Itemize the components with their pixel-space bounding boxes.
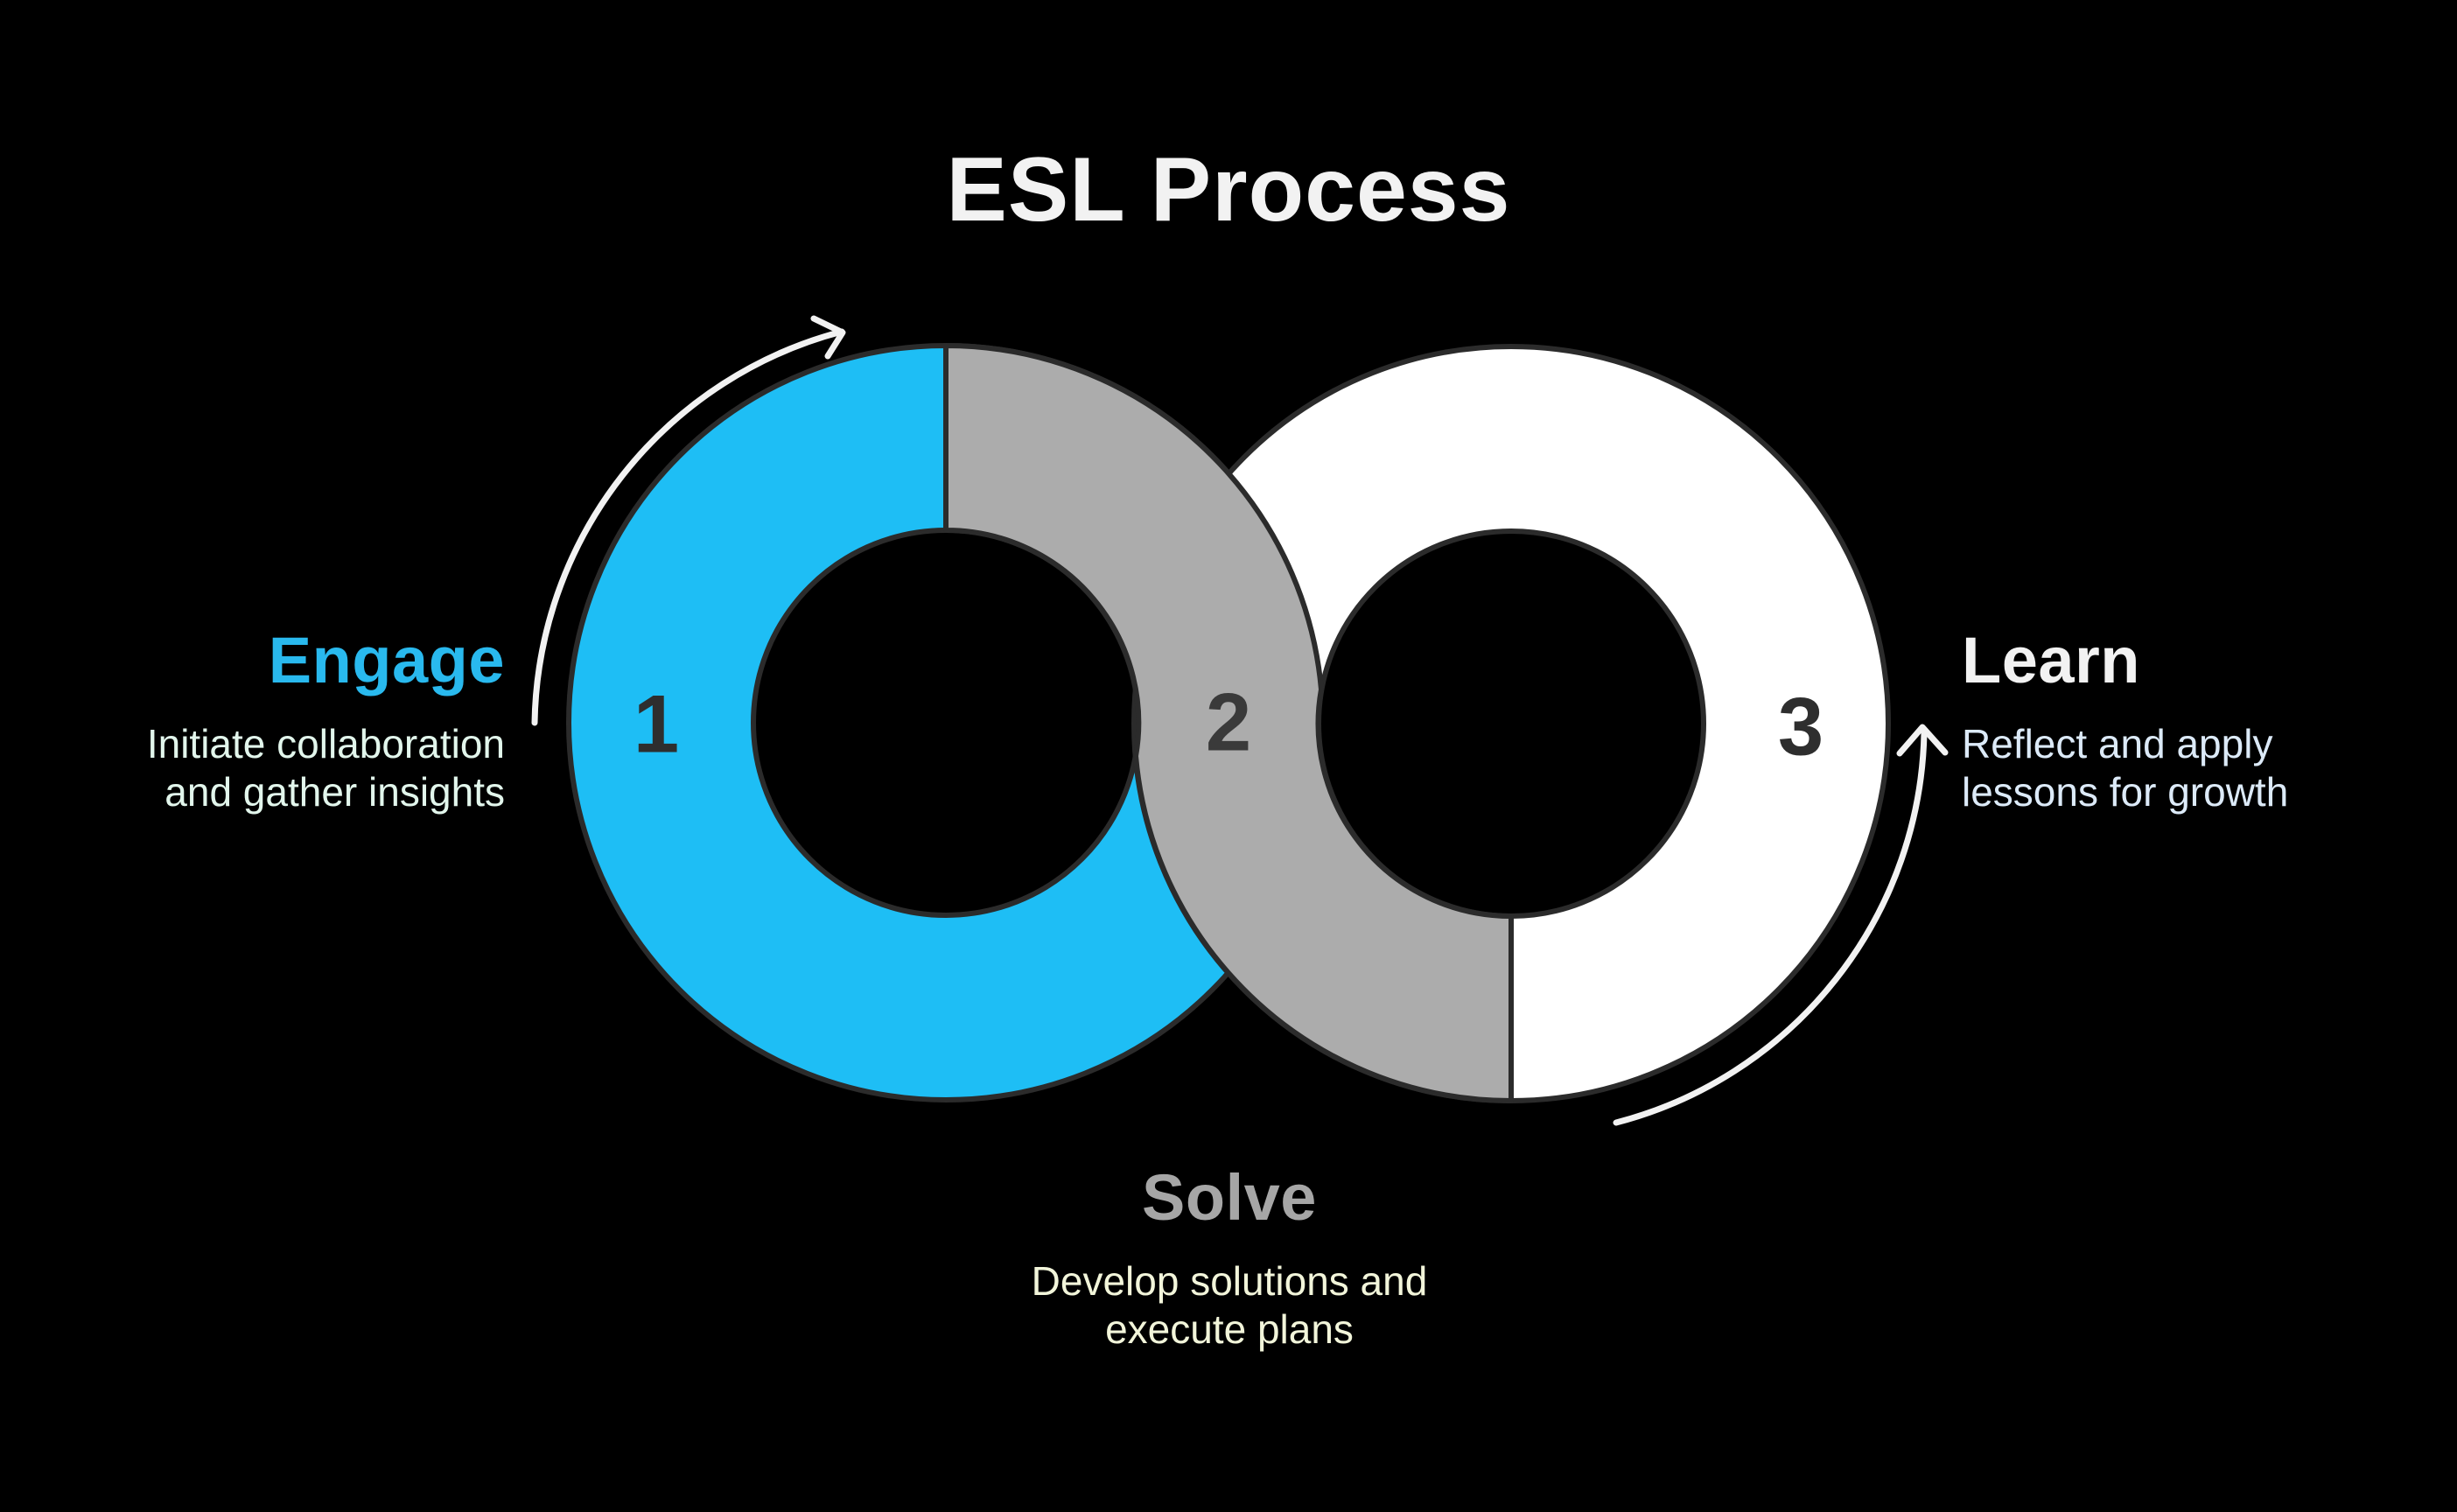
step-3-number: 3 (1778, 681, 1824, 773)
step-engage-description: Initiate collaboration and gather insigh… (146, 721, 505, 816)
step-learn-description: Reflect and apply lessons for growth (1962, 721, 2289, 816)
step-learn-label-block: Learn Reflect and apply lessons for grow… (1962, 623, 2452, 816)
step-engage-heading: Engage (268, 624, 505, 696)
step-solve-description: Develop solutions and execute plans (1031, 1258, 1428, 1353)
step-engage-label-block: Engage Initiate collaboration and gather… (0, 623, 505, 816)
step-2-number: 2 (1206, 676, 1251, 768)
flow-arrow-bottom-right-icon (1613, 724, 1949, 1126)
step-solve-label-block: Solve Develop solutions and execute plan… (923, 1160, 1536, 1354)
step-1-number: 1 (634, 678, 679, 770)
ribbon-gray-segment (943, 343, 1514, 1103)
flow-arrow-top-left-icon (531, 315, 846, 726)
step-learn-heading: Learn (1962, 624, 2141, 696)
step-solve-heading: Solve (1142, 1161, 1317, 1234)
page-title: ESL Process (946, 139, 1511, 241)
